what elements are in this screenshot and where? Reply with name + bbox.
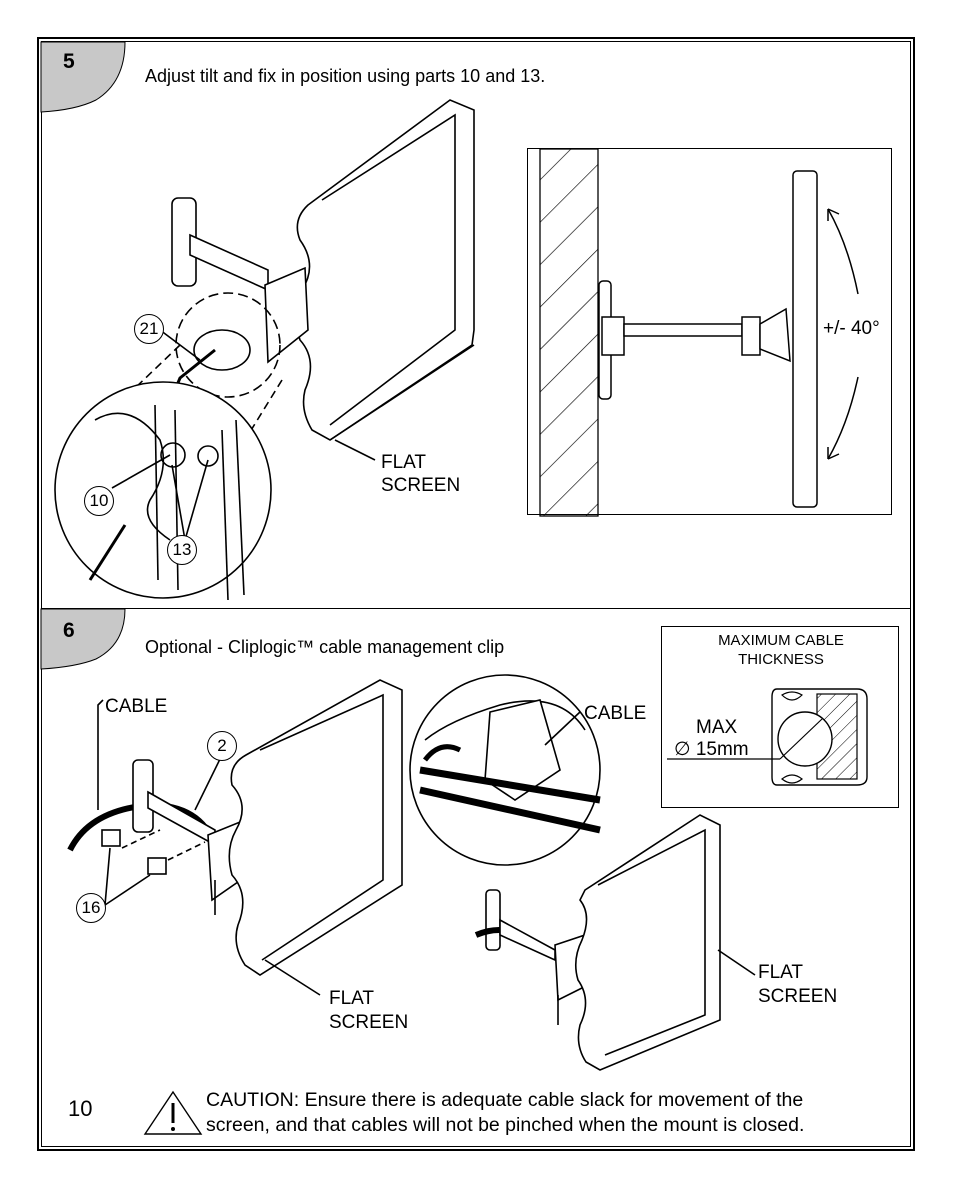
flat-screen-2-label-line1: FLAT: [758, 962, 804, 983]
tilt-side-view-drawing: [539, 148, 859, 517]
flat-screen-label-line2: SCREEN: [381, 475, 461, 496]
tilt-angle-label: +/- 40°: [823, 318, 880, 339]
step-6-tab: 6: [40, 608, 126, 670]
inset-title-line2: THICKNESS: [738, 651, 824, 668]
step-number: 5: [63, 50, 75, 73]
page-number: 10: [68, 1096, 93, 1121]
step-5-tab: 5: [40, 41, 126, 113]
flat-screen-1-label-line2: SCREEN: [329, 1012, 409, 1033]
caution-line1: CAUTION: Ensure there is adequate cable …: [206, 1089, 804, 1111]
flat-screen-1-label-line1: FLAT: [329, 988, 375, 1009]
flat-screen-label-line1: FLAT: [381, 452, 427, 473]
step-6-instruction: Optional - Cliplogic™ cable management c…: [145, 637, 505, 657]
callout-2: 2: [207, 731, 237, 761]
caution-text: CAUTION: Ensure there is adequate cable …: [206, 1088, 804, 1138]
inset-max-label: MAX: [696, 717, 738, 738]
cable-clip-profile: [667, 688, 868, 786]
caution-line2: screen, and that cables will not be pinc…: [206, 1114, 805, 1136]
tilt-arc-down: [827, 376, 859, 460]
side-screen: [792, 170, 818, 508]
tilt-arc-up: [827, 208, 859, 295]
page-outer-border: [37, 37, 915, 1151]
tilt-side-view-panel: [527, 148, 892, 517]
clip-16-a: [101, 829, 121, 847]
callout-21: 21: [134, 314, 164, 344]
callout-16: 16: [76, 893, 106, 923]
flat-screen-2-label-line2: SCREEN: [758, 986, 838, 1007]
step-number: 6: [63, 619, 75, 642]
flat-screen-1-outline: [228, 679, 403, 976]
inset-title-line1: MAXIMUM CABLE: [718, 632, 844, 649]
cable-label: CABLE: [105, 696, 168, 717]
callout-13: 13: [167, 535, 197, 565]
detail-cable-label: CABLE: [584, 703, 647, 724]
detail-magnifier: [54, 381, 272, 599]
max-cable-thickness-panel: MAXIMUM CABLE THICKNESS MAX ∅ 15mm: [661, 626, 899, 808]
wall-hatch: [539, 148, 599, 517]
page-inner-border: [41, 41, 911, 1147]
screen-bracket: [264, 266, 309, 364]
section-divider: [41, 608, 911, 609]
step-5-instruction: Adjust tilt and fix in position using pa…: [145, 66, 546, 86]
callout-10: 10: [84, 486, 114, 516]
inset-size-label: ∅ 15mm: [674, 739, 749, 760]
step-tab-shape: [40, 608, 126, 670]
step-tab-shape: [40, 41, 126, 113]
clip-16-b: [147, 857, 167, 875]
